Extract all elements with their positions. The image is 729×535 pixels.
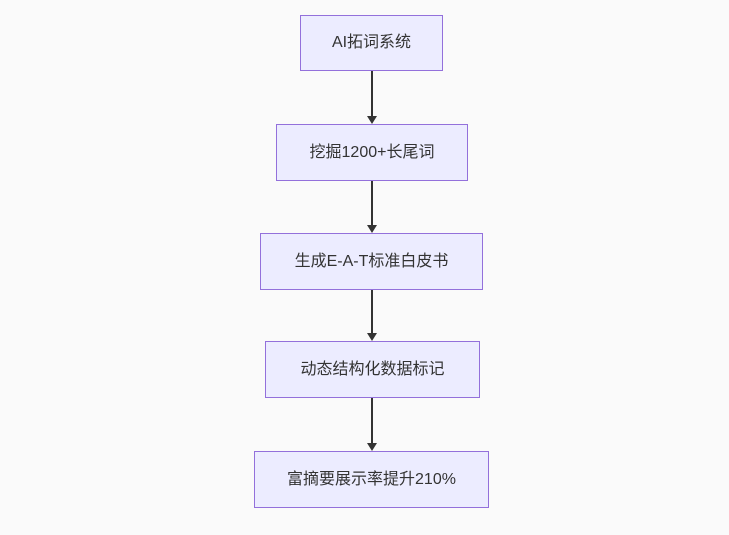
- flowchart-node-rich-snippet-result: 富摘要展示率提升210%: [254, 451, 489, 508]
- arrow-head-icon: [367, 225, 377, 233]
- node-label: 富摘要展示率提升210%: [287, 470, 456, 488]
- node-label: 挖掘1200+长尾词: [309, 143, 435, 161]
- arrow-line: [371, 181, 373, 225]
- flow-arrow-2: [366, 181, 378, 233]
- node-label: AI拓词系统: [331, 34, 412, 52]
- flowchart-node-eat-whitepaper: 生成E-A-T标准白皮书: [260, 233, 483, 290]
- flow-arrow-4: [366, 398, 378, 451]
- arrow-head-icon: [367, 116, 377, 124]
- flow-arrow-3: [366, 290, 378, 341]
- flow-arrow-1: [366, 71, 378, 124]
- flowchart-node-ai-word-expansion: AI拓词系统: [300, 15, 443, 71]
- arrow-line: [371, 71, 373, 116]
- arrow-line: [371, 290, 373, 333]
- arrow-head-icon: [367, 333, 377, 341]
- flowchart-node-structured-data: 动态结构化数据标记: [265, 341, 480, 398]
- flowchart-node-longtail-mining: 挖掘1200+长尾词: [276, 124, 468, 181]
- node-label: 动态结构化数据标记: [300, 360, 445, 378]
- node-label: 生成E-A-T标准白皮书: [294, 252, 449, 270]
- arrow-head-icon: [367, 443, 377, 451]
- arrow-line: [371, 398, 373, 443]
